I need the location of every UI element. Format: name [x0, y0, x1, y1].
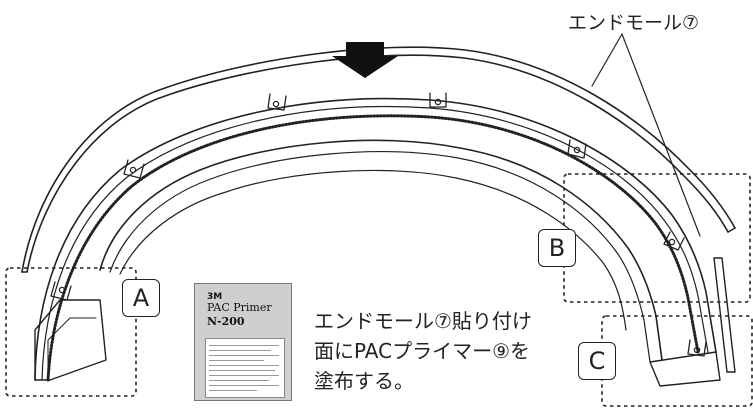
leader-line-1 — [591, 33, 623, 87]
product-name: PAC Primer — [207, 301, 272, 314]
right-end-tab — [649, 351, 721, 387]
primer-product-image: 3M PAC Primer N-200 — [194, 283, 292, 401]
end-mall-strip-inner — [26, 54, 729, 273]
detail-label-c: C — [578, 342, 616, 380]
primer-instruction-caption: エンドモール⑦貼り付け 面にPACプライマー⑨を 塗布する。 — [314, 306, 574, 396]
end-mall-right-piece — [713, 257, 736, 373]
detail-area-a — [5, 267, 137, 397]
fender-outer-edge — [34, 97, 717, 381]
left-end-tab — [34, 299, 107, 381]
caption-line-2: 面にPACプライマー⑨を — [314, 339, 531, 363]
detail-area-b — [563, 173, 751, 303]
caption-line-3: 塗布する。 — [314, 369, 414, 393]
detail-label-b: B — [538, 229, 576, 267]
fender-outer-edge-2 — [41, 105, 709, 381]
detail-label-a: A — [122, 279, 160, 317]
fender-inner-edge-2 — [109, 151, 651, 363]
fender-inner-lip — [119, 169, 627, 331]
clip-tabs — [50, 92, 707, 357]
end-mall-strip-outer — [21, 46, 736, 273]
fender-inner-edge — [99, 139, 663, 361]
end-mall-callout-label: エンドモール⑦ — [568, 12, 700, 34]
product-brand: 3M — [207, 292, 223, 302]
detail-area-c — [601, 315, 753, 407]
product-model: N-200 — [207, 315, 245, 328]
down-arrow-icon — [332, 42, 398, 78]
leader-line-2 — [621, 33, 701, 237]
caption-line-1: エンドモール⑦貼り付け — [314, 309, 532, 333]
primer-band — [46, 114, 700, 382]
product-label-sticker — [205, 338, 285, 398]
